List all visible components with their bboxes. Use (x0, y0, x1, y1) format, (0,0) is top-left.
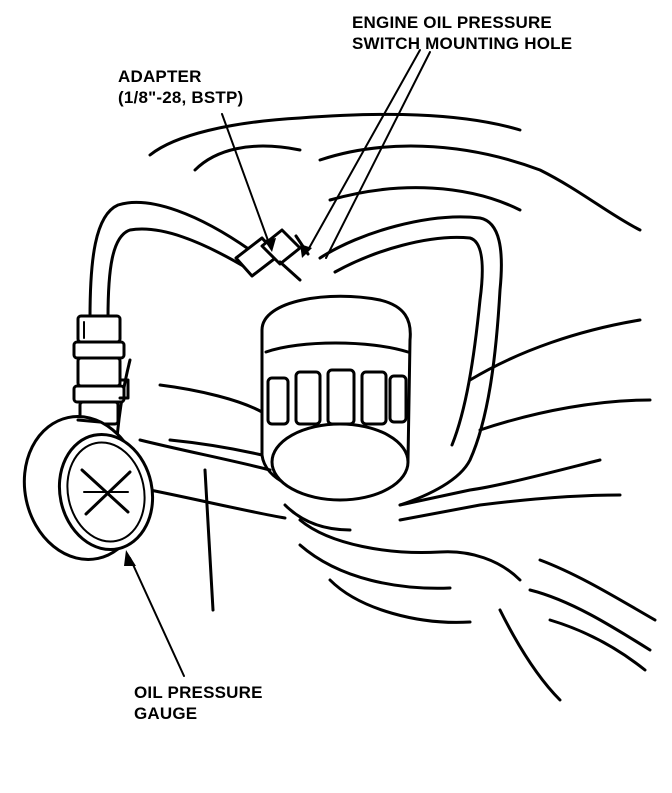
block-right-rib-2 (478, 398, 652, 432)
oil-pressure-gauge (22, 415, 155, 561)
filter-end-cap (270, 422, 410, 502)
housing-rib-4 (498, 608, 562, 702)
coupling-hex (72, 340, 126, 360)
housing-edge-1 (298, 518, 522, 582)
bracket-foot (398, 458, 602, 507)
lower-housing (298, 518, 657, 702)
oil-filter (260, 294, 412, 502)
filter-rib (326, 368, 356, 426)
leader-gauge-arrowhead (124, 550, 136, 566)
filter-rib (266, 376, 290, 426)
gauge-stem-joint (76, 418, 102, 424)
hose-outer (88, 200, 252, 320)
gauge-hose (88, 200, 252, 320)
line-bend (283, 503, 352, 532)
leader-switch-hole-2 (325, 51, 431, 259)
hose-couplings (72, 314, 130, 426)
filter-band (264, 341, 410, 354)
filter-rib (388, 374, 408, 424)
line-upper (138, 438, 272, 472)
label-adapter-line1: ADAPTER (118, 67, 202, 86)
bracket-inner (333, 235, 484, 447)
block-top-contour (148, 112, 522, 157)
label-oil-pressure-gauge: OIL PRESSURE GAUGE (134, 682, 263, 724)
label-switch-line2: SWITCH MOUNTING HOLE (352, 34, 573, 53)
line-lower (148, 488, 287, 520)
block-rib-lower (328, 186, 522, 212)
block-mid-edge-2 (168, 438, 264, 457)
adapter-fitting (234, 228, 310, 282)
block-mid-edge (158, 383, 264, 414)
gauge-dial-ring (66, 441, 146, 543)
housing-edge-3 (328, 578, 472, 624)
housing-rib-3 (548, 618, 647, 672)
filter-rib (360, 370, 388, 426)
leader-gauge (129, 557, 185, 677)
leader-adapter (221, 113, 271, 247)
housing-rib-2 (528, 588, 652, 652)
label-gauge-line1: OIL PRESSURE (134, 683, 263, 702)
filter-rib (294, 370, 322, 426)
adapter-thread (278, 260, 302, 282)
leader-switch-arrowhead (300, 244, 312, 258)
pressure-line (138, 438, 352, 532)
label-switch-mounting-hole: ENGINE OIL PRESSURE SWITCH MOUNTING HOLE (352, 12, 572, 54)
block-rib-upper (318, 144, 642, 232)
bracket-outer (318, 215, 503, 507)
coupling-lower (76, 356, 122, 388)
block-inner-contour (193, 144, 302, 172)
housing-rib-1 (538, 558, 657, 622)
block-lower-left (203, 468, 215, 612)
coupling-hex-2 (72, 384, 126, 404)
label-switch-line1: ENGINE OIL PRESSURE (352, 13, 552, 32)
housing-edge-2 (298, 543, 452, 590)
adapter-body (260, 228, 302, 266)
leader-adapter-arrowhead (264, 238, 276, 252)
label-adapter: ADAPTER (1/8"-28, BSTP) (118, 66, 243, 108)
filter-bracket (318, 215, 622, 522)
hose-inner (106, 227, 252, 320)
block-right-rib (468, 318, 642, 382)
filter-grip-ribs (266, 368, 408, 426)
coupling-side-port (118, 378, 130, 400)
bracket-foot-2 (398, 493, 622, 522)
leader-switch-hole (307, 49, 421, 251)
label-adapter-line2: (1/8"-28, BSTP) (118, 88, 244, 107)
leader-lines (124, 49, 431, 677)
label-gauge-line2: GAUGE (134, 704, 198, 723)
